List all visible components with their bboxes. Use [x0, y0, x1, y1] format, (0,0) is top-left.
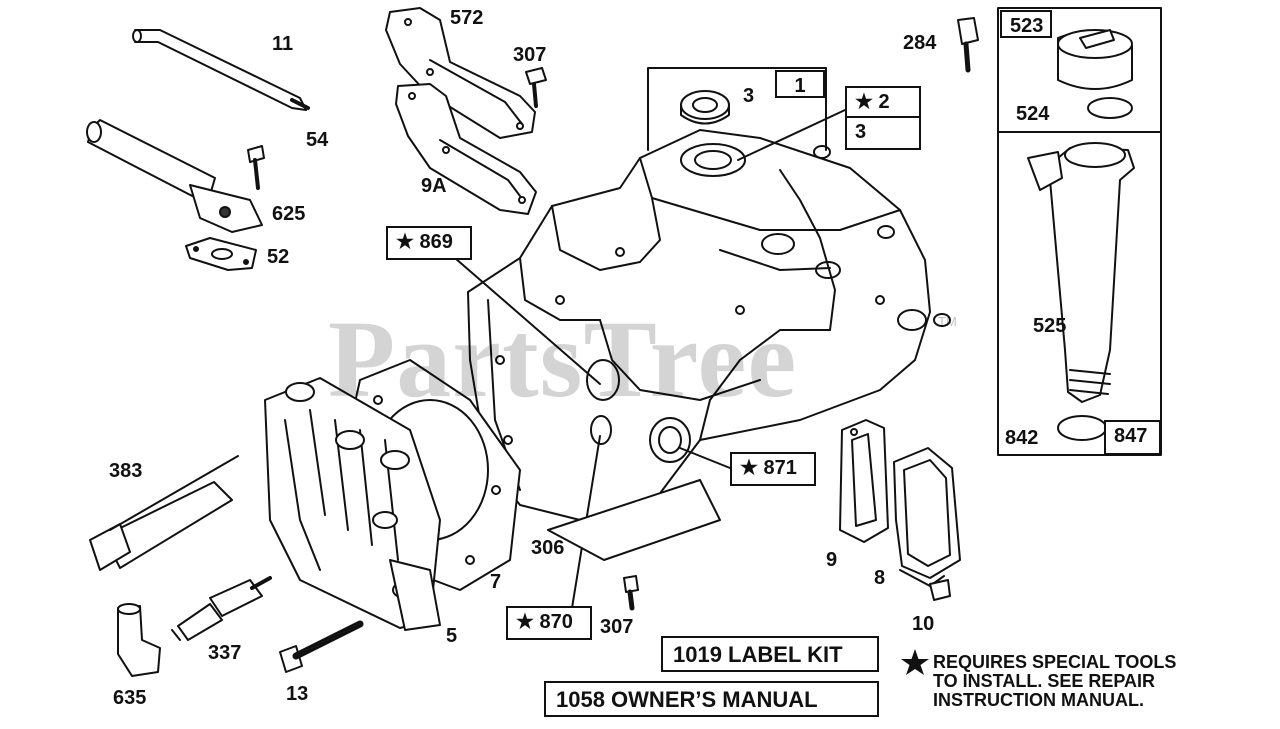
- breather-8-part: [893, 447, 961, 587]
- part-label-525: 525: [1033, 315, 1067, 337]
- part-label-307-lower: 307: [600, 616, 634, 638]
- part-label-11: 11: [272, 33, 294, 55]
- part-box-870: ★ 870: [506, 606, 592, 640]
- owners-manual-box: 1058 OWNER’S MANUAL: [544, 681, 879, 717]
- o-ring-524-part: [1087, 97, 1133, 119]
- star-icon: ★: [396, 231, 414, 253]
- note-line-3: INSTRUCTION MANUAL.: [933, 689, 1144, 710]
- gasket-572-part: [385, 7, 536, 139]
- part-label-10: 10: [912, 613, 935, 635]
- part-label-13: 13: [286, 683, 309, 705]
- part-label-284: 284: [903, 32, 937, 54]
- star-note-icon: [901, 649, 929, 675]
- part-box-871-label: 871: [763, 457, 797, 479]
- part-label-842: 842: [1005, 427, 1039, 449]
- part-label-3-seal: 3: [743, 85, 755, 107]
- cylinder-block-part: [467, 129, 951, 521]
- part-label-337: 337: [208, 642, 242, 664]
- breather-tube-part: [132, 29, 310, 111]
- wrench-383-part: [89, 455, 239, 571]
- part-label-8: 8: [874, 567, 886, 589]
- star-icon: ★: [855, 91, 873, 113]
- part-label-625: 625: [272, 203, 306, 225]
- callout-line-2: [737, 109, 846, 161]
- callout-line-871: [679, 447, 731, 469]
- part-label-572: 572: [450, 7, 484, 29]
- part-box-1: 1: [775, 70, 825, 98]
- tube-sleeve-part: [86, 119, 263, 233]
- part-label-307-upper: 307: [513, 44, 547, 66]
- note-line-1: REQUIRES SPECIAL TOOLS: [933, 652, 1177, 672]
- part-label-383: 383: [109, 460, 143, 482]
- oil-fill-group-box: [997, 7, 1162, 456]
- gasket-306-part: [547, 479, 721, 561]
- part-label-5: 5: [446, 625, 458, 647]
- part-box-2: ★ 2: [845, 86, 921, 118]
- star-icon: ★: [740, 457, 758, 479]
- callout-bracket-1: [647, 67, 827, 151]
- part-label-9a: 9A: [421, 175, 447, 197]
- part-label-7: 7: [490, 571, 502, 593]
- part-label-9: 9: [826, 549, 838, 571]
- part-label-524: 524: [1016, 103, 1050, 125]
- oil-fill-cap-part: [1057, 29, 1133, 90]
- oil-fill-tube-part: [1027, 142, 1135, 403]
- part-box-870-label: 870: [539, 611, 573, 633]
- part-label-306: 306: [531, 537, 565, 559]
- o-ring-842-part: [1057, 415, 1107, 441]
- callout-line-869: [447, 251, 601, 385]
- part-box-3-lower: 3: [845, 116, 921, 150]
- part-box-847: 847: [1104, 420, 1161, 455]
- part-box-871: ★ 871: [730, 452, 816, 486]
- watermark-trademark: TM: [938, 314, 957, 329]
- cylinder-head-5-part: [264, 377, 441, 631]
- part-label-54: 54: [306, 129, 329, 151]
- note-line-2: TO INSTALL. SEE REPAIR: [933, 670, 1156, 691]
- gasket-9a-part: [395, 83, 537, 215]
- screw-284-part: [957, 17, 979, 73]
- gasket-9-part: [839, 419, 889, 543]
- label-kit-box: 1019 LABEL KIT: [661, 636, 879, 672]
- part-box-2-label: 2: [878, 91, 890, 113]
- oil-seal-part: [680, 90, 730, 125]
- star-icon: ★: [516, 611, 534, 633]
- part-box-869: ★ 869: [386, 226, 472, 260]
- part-box-869-label: 869: [419, 231, 453, 253]
- gasket-52-part: [185, 237, 257, 271]
- screw-625-part: [247, 145, 265, 190]
- part-label-52: 52: [267, 246, 290, 268]
- screw-307b-part: [623, 575, 639, 611]
- watermark: PartsTree: [328, 298, 798, 420]
- part-box-523: 523: [1000, 10, 1052, 38]
- screw-307a-part: [525, 67, 547, 108]
- screw-10-part: [929, 579, 951, 601]
- part-label-635: 635: [113, 687, 147, 709]
- bolt-13-part: [279, 620, 364, 673]
- spark-plug-337-part: [171, 576, 272, 641]
- special-tools-note: REQUIRES SPECIAL TOOLS TO INSTALL. SEE R…: [933, 653, 1176, 710]
- spark-plug-boot-635-part: [117, 603, 161, 677]
